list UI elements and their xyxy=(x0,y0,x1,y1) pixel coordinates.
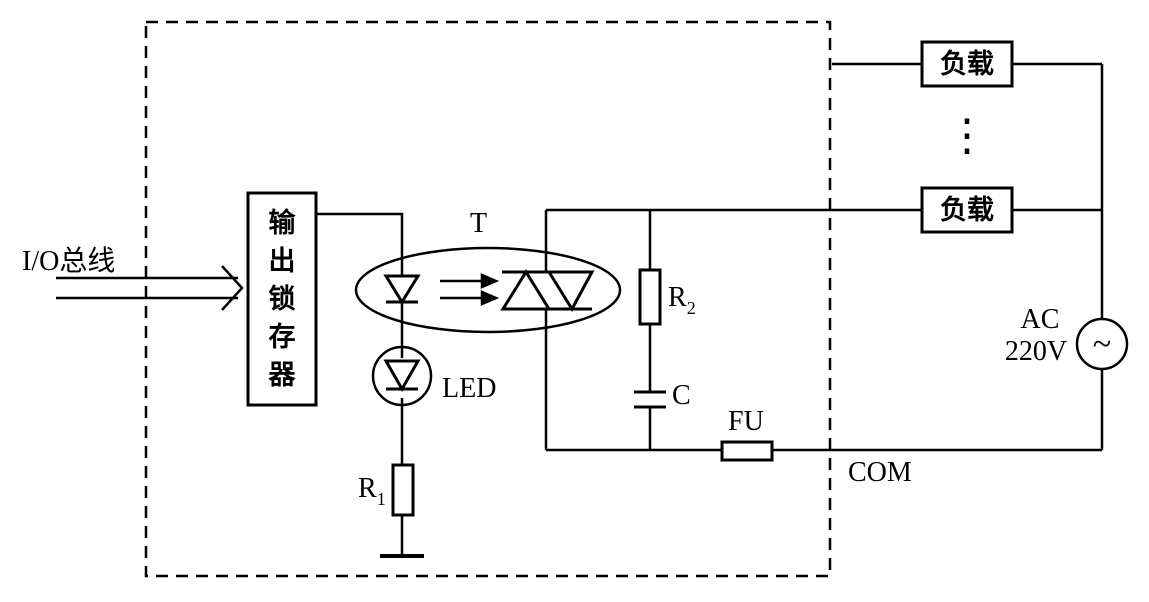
indicator-led-circle xyxy=(371,345,433,407)
svg-text:锁: 锁 xyxy=(269,283,296,315)
output-latch-box xyxy=(246,191,318,407)
load-circuit-wires xyxy=(544,62,1104,452)
indicator-led-diode xyxy=(383,359,421,393)
light-arrows xyxy=(440,273,500,306)
resistor-r1-label: R1 xyxy=(358,473,386,509)
io-bus-label: I/O总线 xyxy=(22,245,115,277)
output-latch-label: 输 出 锁 存 器 xyxy=(268,207,297,391)
opto-led-diode xyxy=(383,274,421,305)
capacitor-c xyxy=(634,390,666,409)
resistor-r2 xyxy=(638,268,662,326)
io-bus-arrow xyxy=(56,265,244,311)
resistor-r2-label: R2 xyxy=(668,282,696,318)
svg-text:存: 存 xyxy=(269,322,296,353)
load-ellipsis: ⋮ xyxy=(945,111,989,160)
ac-source-symbol: ~ xyxy=(1093,326,1111,363)
load-box-bottom xyxy=(920,186,1014,234)
indicator-led-label: LED xyxy=(442,373,496,404)
optocoupler-ellipse xyxy=(354,246,622,334)
com-label: COM xyxy=(848,457,912,488)
svg-text:出: 出 xyxy=(269,246,296,277)
ac-label-line1: AC xyxy=(1021,304,1060,335)
ac-source-circle xyxy=(1075,317,1129,371)
load-box-top xyxy=(920,40,1014,88)
ac-label-line2: 220V xyxy=(1005,336,1067,367)
optocoupler-label: T xyxy=(470,208,487,239)
resistor-r1 xyxy=(391,463,415,517)
fuse-fu xyxy=(720,440,774,462)
svg-text:器: 器 xyxy=(268,360,297,391)
module-boundary xyxy=(144,20,832,578)
triac-symbol xyxy=(500,269,595,312)
load-bottom-label: 负载 xyxy=(940,195,994,226)
svg-text:输: 输 xyxy=(269,207,297,239)
led-branch-wire xyxy=(316,212,404,556)
load-top-label: 负载 xyxy=(940,49,994,80)
capacitor-label: C xyxy=(672,380,691,411)
fuse-label: FU xyxy=(728,406,764,437)
